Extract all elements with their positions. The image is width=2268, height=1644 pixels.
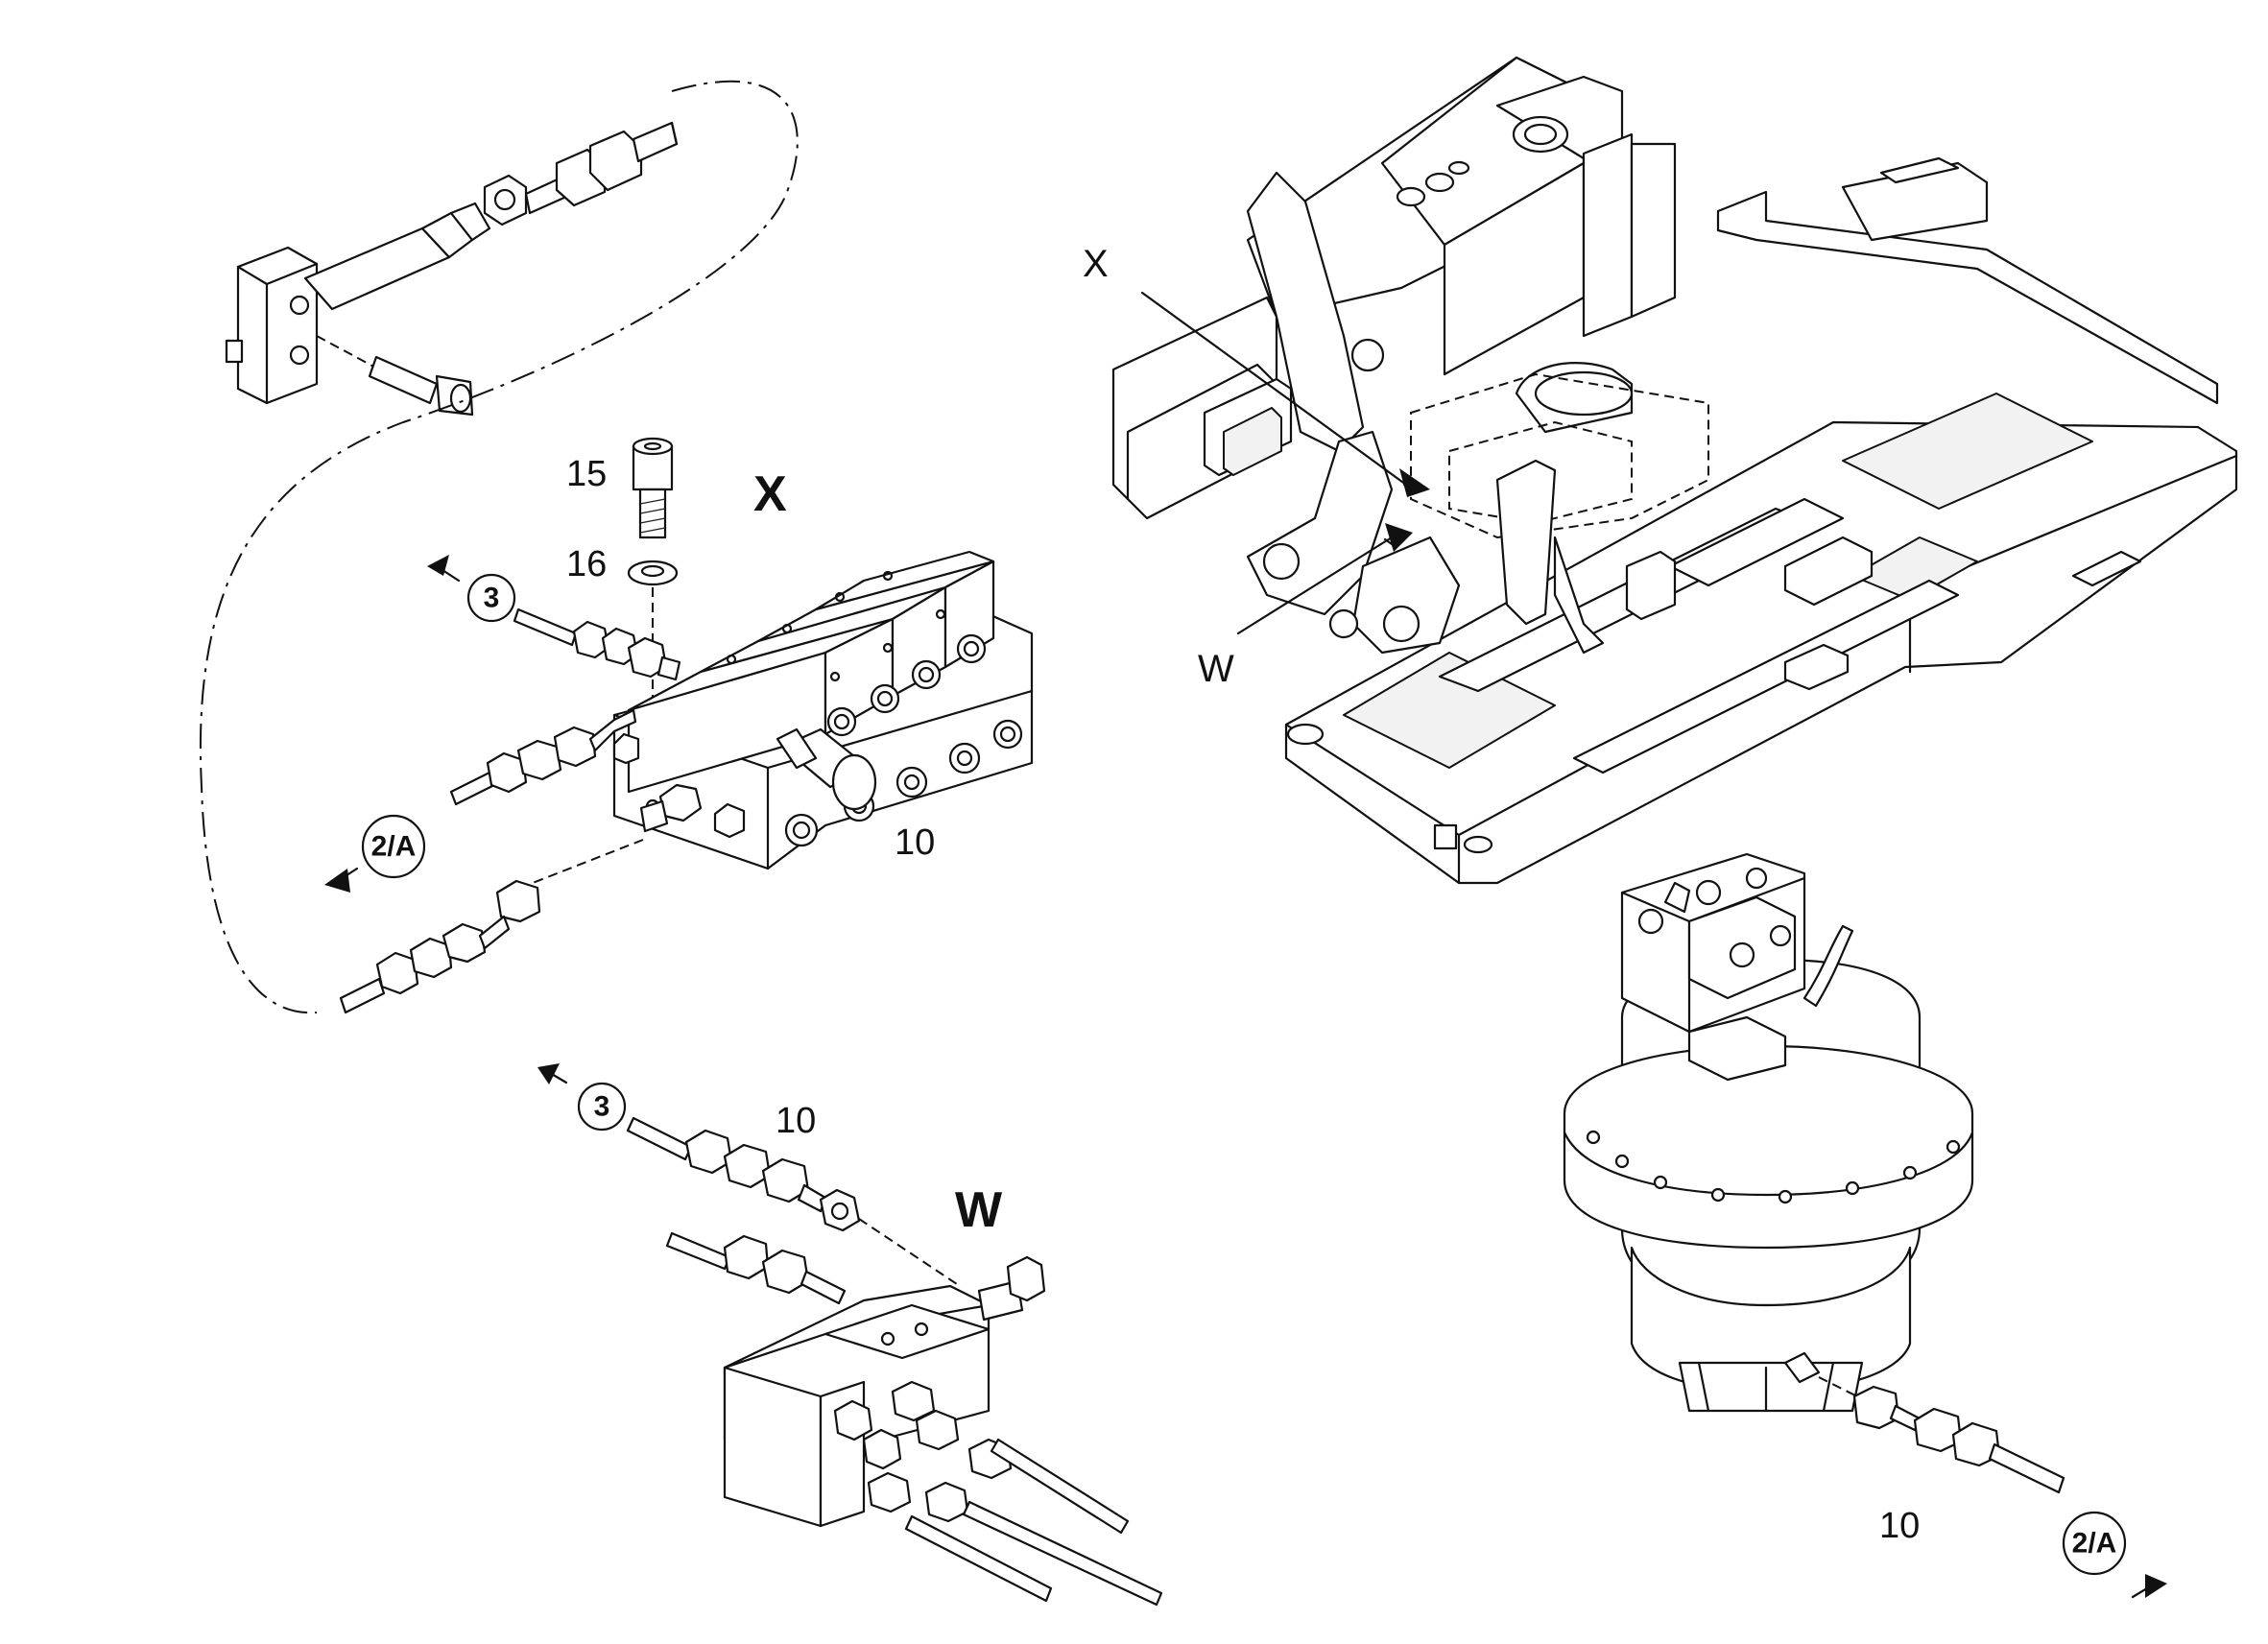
pipe-to-connection-2a-upper [449, 708, 637, 806]
pipe-to-connection-3-upper [513, 608, 681, 681]
view-marker-x [1140, 291, 1430, 497]
detail-loop-line [199, 80, 799, 1014]
view-pointer-x-label: X [1083, 243, 1109, 285]
connection-2a-motor: 2/A [2062, 1511, 2167, 1599]
detail-view-x-label: X [753, 466, 787, 522]
pipe-motor-to-connection-2a [1852, 1385, 2065, 1494]
pipe-w-to-connection-3 [626, 1116, 861, 1232]
valve-block-assembly [612, 550, 1034, 870]
callout-15: 15 [566, 454, 607, 494]
washer-16 [627, 560, 679, 586]
callout-16: 16 [566, 544, 607, 584]
pipe-lower-left [339, 879, 541, 1014]
arrow-icon [537, 1063, 560, 1084]
arrow-icon [2145, 1574, 2167, 1598]
connection-2a-upper: 2/A [324, 814, 426, 893]
connection-3-upper: 3 [427, 555, 516, 623]
w-valve-block [665, 1231, 1163, 1607]
connection-label: 2/A [2072, 1528, 2117, 1560]
connection-label: 2/A [371, 831, 417, 863]
pressure-sensor-assembly [225, 121, 679, 417]
connection-label: 3 [484, 583, 500, 614]
connection-label: 3 [594, 1091, 610, 1123]
view-pointer-w-label: W [1198, 648, 1234, 690]
detail-view-w-label: W [955, 1182, 1003, 1238]
travel-motor [1563, 852, 1974, 1413]
callout-10-motor: 10 [1879, 1506, 1920, 1546]
bolt-15 [632, 437, 674, 539]
callout-10-valve: 10 [895, 822, 935, 863]
callout-10-w: 10 [776, 1101, 816, 1141]
excavator-chassis [1111, 56, 2238, 885]
view-marker-w [1236, 523, 1413, 635]
connection-3-lower: 3 [537, 1063, 627, 1132]
